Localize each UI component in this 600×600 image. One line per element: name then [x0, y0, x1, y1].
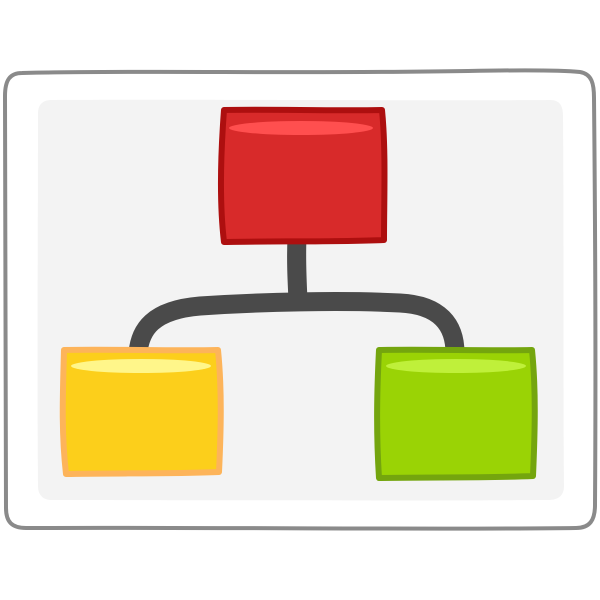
top-node-box	[217, 106, 388, 245]
top-node	[217, 106, 388, 245]
left-node	[59, 346, 224, 477]
left-node-box	[59, 346, 224, 477]
right-node-box	[374, 346, 538, 481]
connector-trunk	[287, 228, 308, 310]
right-node-highlight	[386, 359, 526, 373]
connector-horizontal	[128, 292, 465, 363]
left-node-highlight	[71, 359, 211, 373]
right-node	[374, 346, 538, 481]
top-node-highlight	[229, 121, 373, 135]
